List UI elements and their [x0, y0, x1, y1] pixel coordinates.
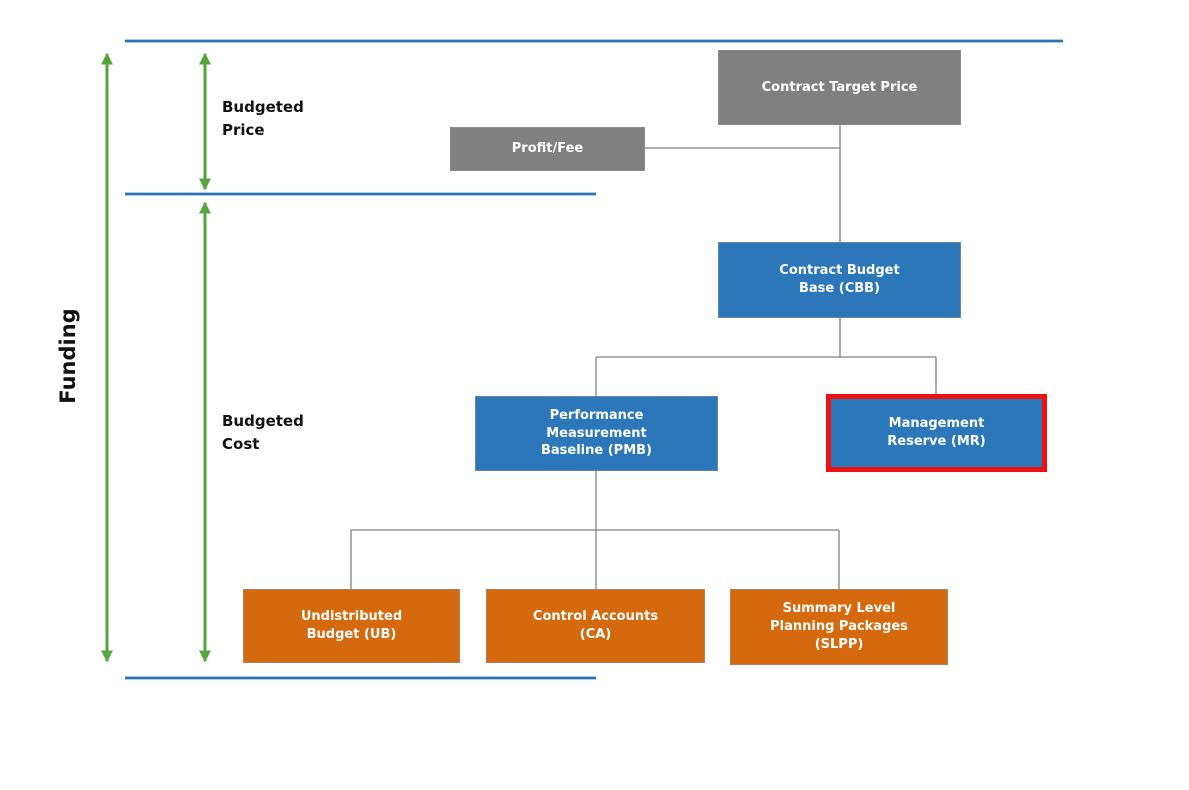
node-label: Profit/Fee: [511, 141, 584, 157]
node-label: Control Accounts (CA): [532, 609, 659, 642]
node-profit-fee: Profit/Fee: [450, 127, 645, 171]
node-label: Contract Target Price: [761, 79, 918, 95]
node-label: Performance Measurement Baseline (PMB): [540, 407, 652, 459]
budgeted-price-label: Budgeted Price: [222, 98, 304, 139]
node-label: Management Reserve (MR): [887, 416, 986, 449]
connector-pmb-to-children: [350, 471, 840, 589]
node-contract-target-price: Contract Target Price: [718, 50, 961, 125]
node-management-reserve: Management Reserve (MR): [826, 394, 1047, 472]
node-label: Undistributed Budget (UB): [300, 609, 403, 642]
node-summary-level-planning-packages: Summary Level Planning Packages (SLPP): [730, 589, 948, 665]
budgeted-cost-label: Budgeted Cost: [222, 412, 304, 453]
node-control-accounts: Control Accounts (CA): [486, 589, 705, 663]
node-label: Contract Budget Base (CBB): [779, 263, 900, 296]
node-contract-budget-base: Contract Budget Base (CBB): [718, 242, 961, 318]
node-performance-measurement-baseline: Performance Measurement Baseline (PMB): [475, 396, 718, 471]
connector-cbb-to-pmb-mr: [595, 318, 937, 396]
funding-label: Funding: [56, 308, 80, 404]
node-undistributed-budget: Undistributed Budget (UB): [243, 589, 460, 663]
node-label: Summary Level Planning Packages (SLPP): [770, 601, 908, 652]
